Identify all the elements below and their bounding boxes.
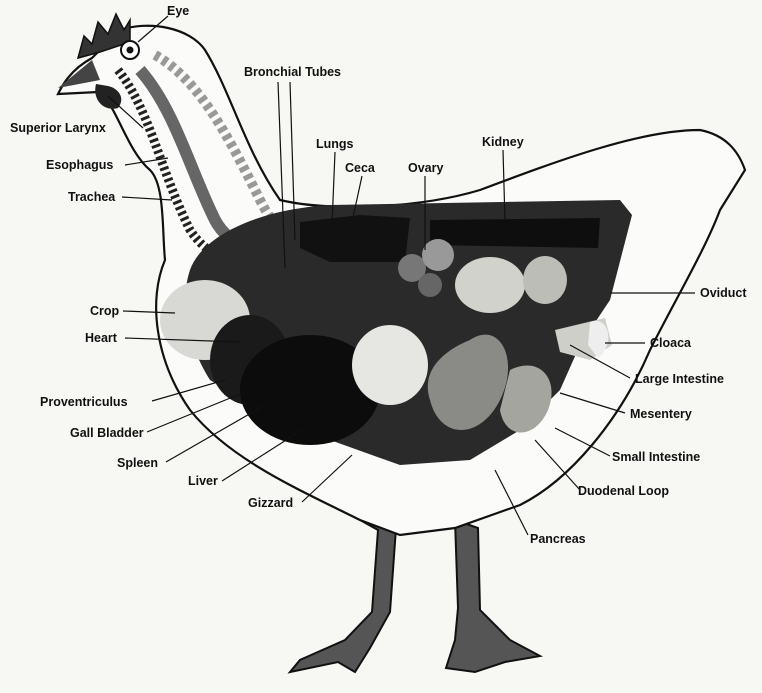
label-lungs: Lungs xyxy=(316,137,354,151)
label-large-intestine: Large Intestine xyxy=(635,372,724,386)
label-small-intestine: Small Intestine xyxy=(612,450,700,464)
kidney-illustration xyxy=(430,218,600,248)
label-heart: Heart xyxy=(85,331,118,345)
label-duodenal-loop: Duodenal Loop xyxy=(578,484,669,498)
label-ceca: Ceca xyxy=(345,161,376,175)
label-eye: Eye xyxy=(167,4,189,18)
label-liver: Liver xyxy=(188,474,218,488)
gizzard-illustration xyxy=(352,325,428,405)
label-cloaca: Cloaca xyxy=(650,336,692,350)
label-gall-bladder: Gall Bladder xyxy=(70,426,144,440)
label-ovary: Ovary xyxy=(408,161,443,175)
label-mesentery: Mesentery xyxy=(630,407,692,421)
label-pancreas: Pancreas xyxy=(530,532,586,546)
legs-illustration xyxy=(290,520,540,672)
lungs-illustration xyxy=(300,215,410,262)
label-superior-larynx: Superior Larynx xyxy=(10,121,106,135)
label-esophagus: Esophagus xyxy=(46,158,113,172)
label-oviduct: Oviduct xyxy=(700,286,747,300)
label-crop: Crop xyxy=(90,304,120,318)
label-trachea: Trachea xyxy=(68,190,116,204)
label-bronchial-tubes: Bronchial Tubes xyxy=(244,65,341,79)
label-kidney: Kidney xyxy=(482,135,524,149)
label-gizzard: Gizzard xyxy=(248,496,293,510)
label-spleen: Spleen xyxy=(117,456,158,470)
label-proventriculus: Proventriculus xyxy=(40,395,128,409)
